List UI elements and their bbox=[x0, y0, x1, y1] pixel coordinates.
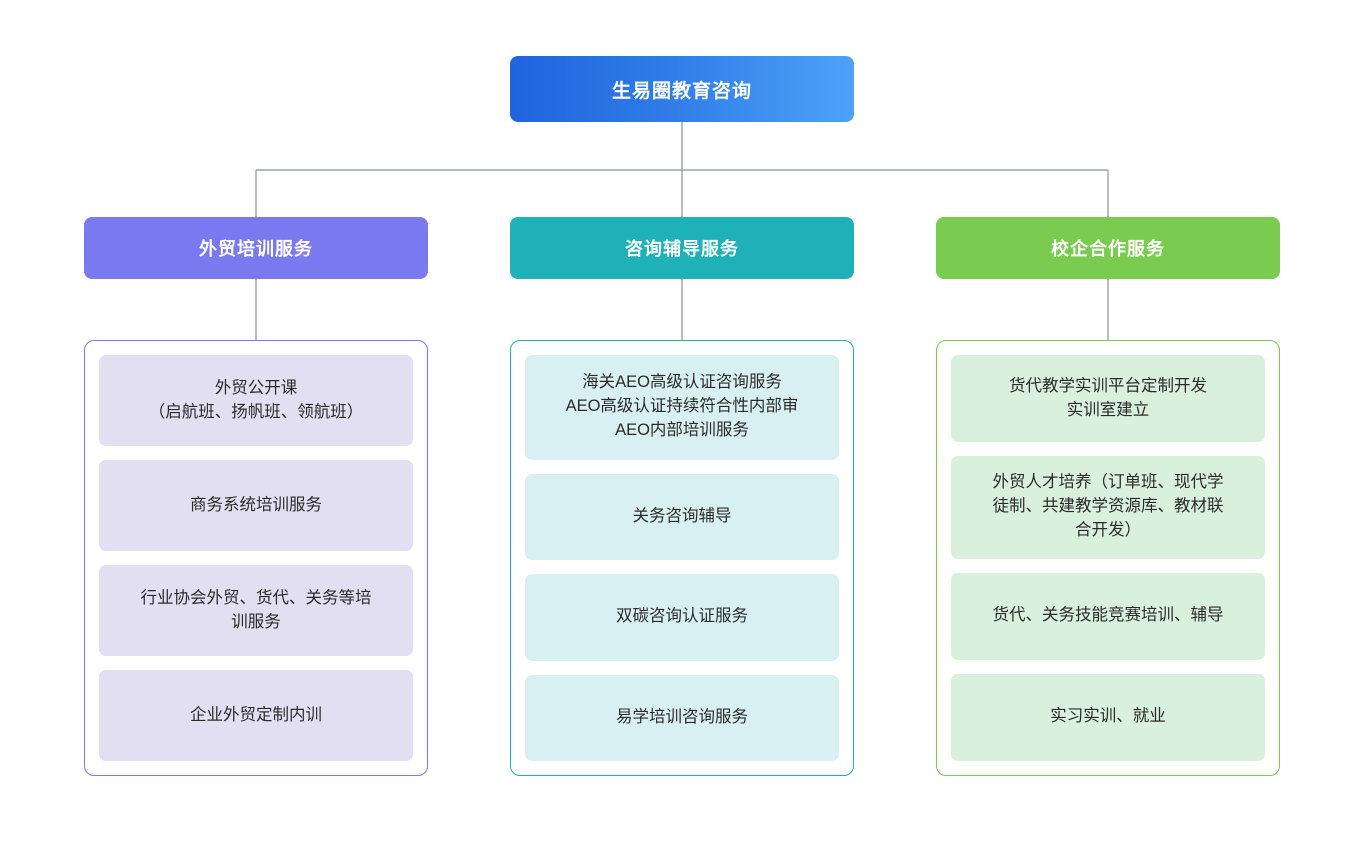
branch-header-foreign-trade-training[interactable]: 外贸培训服务 bbox=[84, 217, 428, 279]
root-node-label: 生易圈教育咨询 bbox=[611, 80, 752, 102]
leaf-item[interactable]: 外贸人才培养（订单班、现代学 徒制、共建教学资源库、教材联 合开发） bbox=[951, 456, 1265, 559]
branch-header-consulting-tutoring[interactable]: 咨询辅导服务 bbox=[510, 217, 854, 279]
branch-header-label: 咨询辅导服务 bbox=[625, 239, 739, 259]
branch-header-label: 校企合作服务 bbox=[1051, 239, 1165, 259]
branch-body-consulting-tutoring: 海关AEO高级认证咨询服务 AEO高级认证持续符合性内部审 AEO内部培训服务 … bbox=[510, 340, 854, 776]
leaf-item[interactable]: 货代、关务技能竞赛培训、辅导 bbox=[951, 572, 1265, 660]
leaf-item[interactable]: 商务系统培训服务 bbox=[99, 460, 413, 551]
leaf-item[interactable]: 关务咨询辅导 bbox=[525, 473, 839, 560]
leaf-item[interactable]: 货代教学实训平台定制开发 实训室建立 bbox=[951, 355, 1265, 443]
leaf-item[interactable]: 双碳咨询认证服务 bbox=[525, 574, 839, 661]
branch-body-school-enterprise: 货代教学实训平台定制开发 实训室建立 外贸人才培养（订单班、现代学 徒制、共建教… bbox=[936, 340, 1280, 776]
branch-header-school-enterprise[interactable]: 校企合作服务 bbox=[936, 217, 1280, 279]
leaf-item[interactable]: 外贸公开课 （启航班、扬帆班、领航班） bbox=[99, 355, 413, 446]
root-node[interactable]: 生易圈教育咨询 bbox=[510, 56, 854, 122]
leaf-item[interactable]: 易学培训咨询服务 bbox=[525, 674, 839, 761]
leaf-item[interactable]: 海关AEO高级认证咨询服务 AEO高级认证持续符合性内部审 AEO内部培训服务 bbox=[525, 355, 839, 460]
branch-header-label: 外贸培训服务 bbox=[199, 239, 313, 259]
leaf-item[interactable]: 企业外贸定制内训 bbox=[99, 670, 413, 761]
branch-body-foreign-trade-training: 外贸公开课 （启航班、扬帆班、领航班） 商务系统培训服务 行业协会外贸、货代、关… bbox=[84, 340, 428, 776]
leaf-item[interactable]: 行业协会外贸、货代、关务等培 训服务 bbox=[99, 565, 413, 656]
leaf-item[interactable]: 实习实训、就业 bbox=[951, 673, 1265, 761]
